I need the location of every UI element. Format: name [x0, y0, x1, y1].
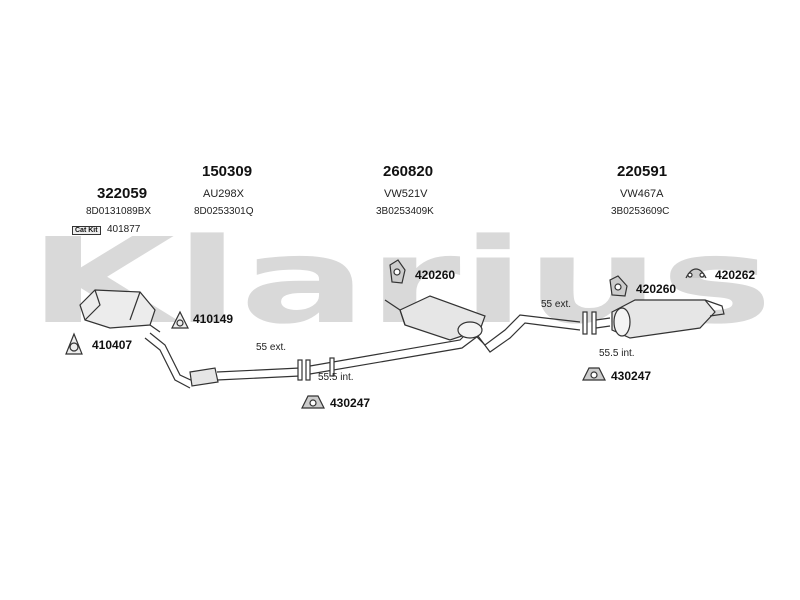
- note-int-left: 55.5 int.: [318, 372, 354, 383]
- gasket-410407-icon[interactable]: [65, 332, 83, 355]
- gasket-410149-icon[interactable]: [171, 310, 189, 329]
- oem-code: 3B0253609C: [611, 206, 670, 217]
- note-ext-left: 55 ext.: [256, 342, 287, 353]
- part-number-220591[interactable]: 220591: [617, 163, 668, 180]
- mounting-rubber-430247-right-icon[interactable]: [582, 367, 606, 381]
- clamp-420262-icon[interactable]: [685, 268, 707, 279]
- oem-code: 8D0131089BX: [86, 206, 152, 217]
- fitting-label-430247-right[interactable]: 430247: [611, 369, 652, 383]
- part-number-150309[interactable]: 150309: [202, 163, 253, 180]
- front-pipe[interactable]: [144, 332, 311, 389]
- catalytic-converter[interactable]: [79, 289, 161, 333]
- part-number-260820[interactable]: 260820: [383, 163, 434, 180]
- oem-code: 8D0253301Q: [194, 206, 254, 217]
- fitting-label-410407[interactable]: 410407: [92, 338, 133, 352]
- rear-silencer[interactable]: [611, 299, 725, 339]
- fitting-label-420262[interactable]: 420262: [715, 268, 756, 282]
- oem-code: 3B0253409K: [376, 206, 434, 217]
- catkit-badge: Cat Kit: [72, 226, 101, 235]
- part-number-322059[interactable]: 322059: [97, 185, 148, 202]
- fitting-label-420260-mid[interactable]: 420260: [415, 268, 456, 282]
- catkit-code[interactable]: 401877: [107, 224, 141, 235]
- hanger-420260-mid-icon[interactable]: [389, 259, 406, 284]
- reference-code: AU298X: [203, 188, 244, 200]
- fitting-label-420260-right[interactable]: 420260: [636, 282, 677, 296]
- reference-code: VW467A: [620, 188, 664, 200]
- rear-joint[interactable]: [582, 311, 611, 335]
- fitting-label-410149[interactable]: 410149: [193, 312, 234, 326]
- hanger-420260-right-icon[interactable]: [609, 275, 628, 297]
- note-int-right: 55.5 int.: [599, 348, 635, 359]
- mounting-rubber-430247-left-icon[interactable]: [301, 395, 325, 409]
- center-silencer[interactable]: [384, 295, 486, 341]
- note-ext-right: 55 ext.: [541, 299, 572, 310]
- fitting-label-430247-left[interactable]: 430247: [330, 396, 371, 410]
- reference-code: VW521V: [384, 188, 428, 200]
